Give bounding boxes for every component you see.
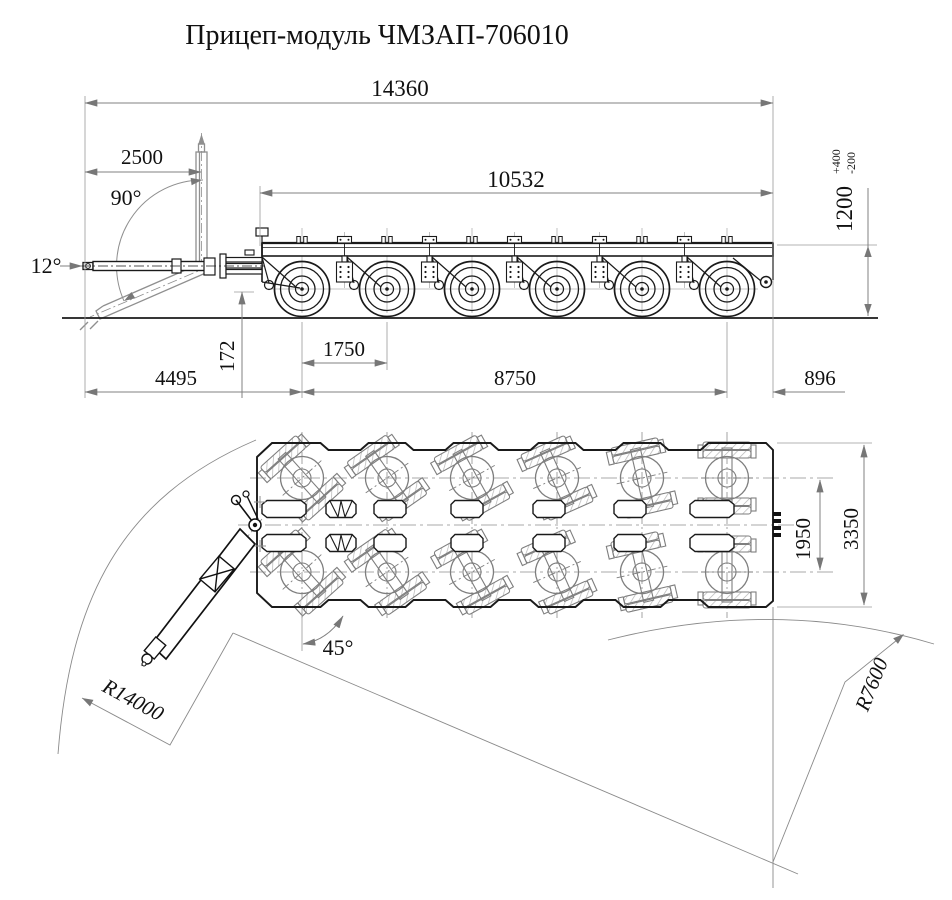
dim-raised-angle: 90°	[111, 185, 142, 210]
top-centerlines	[238, 432, 833, 618]
dim-overall-length: 14360	[371, 76, 429, 101]
rear-hitch-plan	[773, 512, 781, 537]
turning-radius-arc-outer	[57, 439, 257, 755]
svg-text:+400: +400	[829, 149, 843, 174]
svg-text:R14000: R14000	[98, 673, 168, 726]
dim-front-overhang: 4495	[155, 366, 197, 390]
dim-loading-height: 1200 +400 -200	[829, 149, 858, 232]
dim-axle-spacing: 1750	[323, 337, 365, 361]
dim-platform-length: 10532	[487, 167, 545, 192]
dim-swing-angle: 45°	[323, 635, 354, 660]
drawing-title: Прицеп-модуль ЧМЗАП-706010	[185, 20, 568, 51]
svg-text:1950: 1950	[791, 518, 815, 560]
svg-text:172: 172	[215, 341, 239, 373]
side-platform	[261, 241, 774, 257]
pivot-marks	[254, 496, 266, 552]
drawbar-raised-phantom	[195, 133, 208, 270]
dim-inner-radius: R7600	[850, 654, 893, 715]
dim-width: 3350	[839, 508, 863, 550]
dim-rear-overhang: 896	[804, 366, 836, 390]
svg-text:1200: 1200	[832, 186, 857, 232]
top-dimensions: 1950 3350 45° R14000 R7600	[57, 439, 935, 888]
dim-outer-radius: R14000	[98, 673, 168, 726]
side-view	[62, 133, 878, 331]
drawbar-swing-arc	[116, 176, 204, 305]
plan-drawbar	[140, 490, 263, 667]
drawbar-lowered-phantom	[79, 260, 211, 331]
side-dimensions: 14360 2500 90° 12° 10532 1200 +400 -200 …	[31, 76, 877, 398]
plan-platform-outline	[256, 442, 774, 608]
svg-text:-200: -200	[844, 152, 858, 174]
dim-axle-base: 8750	[494, 366, 536, 390]
turning-construction	[57, 439, 935, 888]
dim-tip-angle: 12°	[31, 253, 62, 278]
drawbar-horizontal	[80, 257, 264, 276]
svg-text:3350: 3350	[839, 508, 863, 550]
dim-eye-height: 172	[215, 341, 239, 373]
dim-arc-swing	[302, 615, 344, 646]
top-view	[140, 431, 833, 667]
dim-drawbar-reach: 2500	[121, 145, 163, 169]
dim-track: 1950	[791, 518, 815, 560]
svg-text:R7600: R7600	[850, 654, 893, 715]
turning-radius-arc-inner	[607, 619, 935, 645]
